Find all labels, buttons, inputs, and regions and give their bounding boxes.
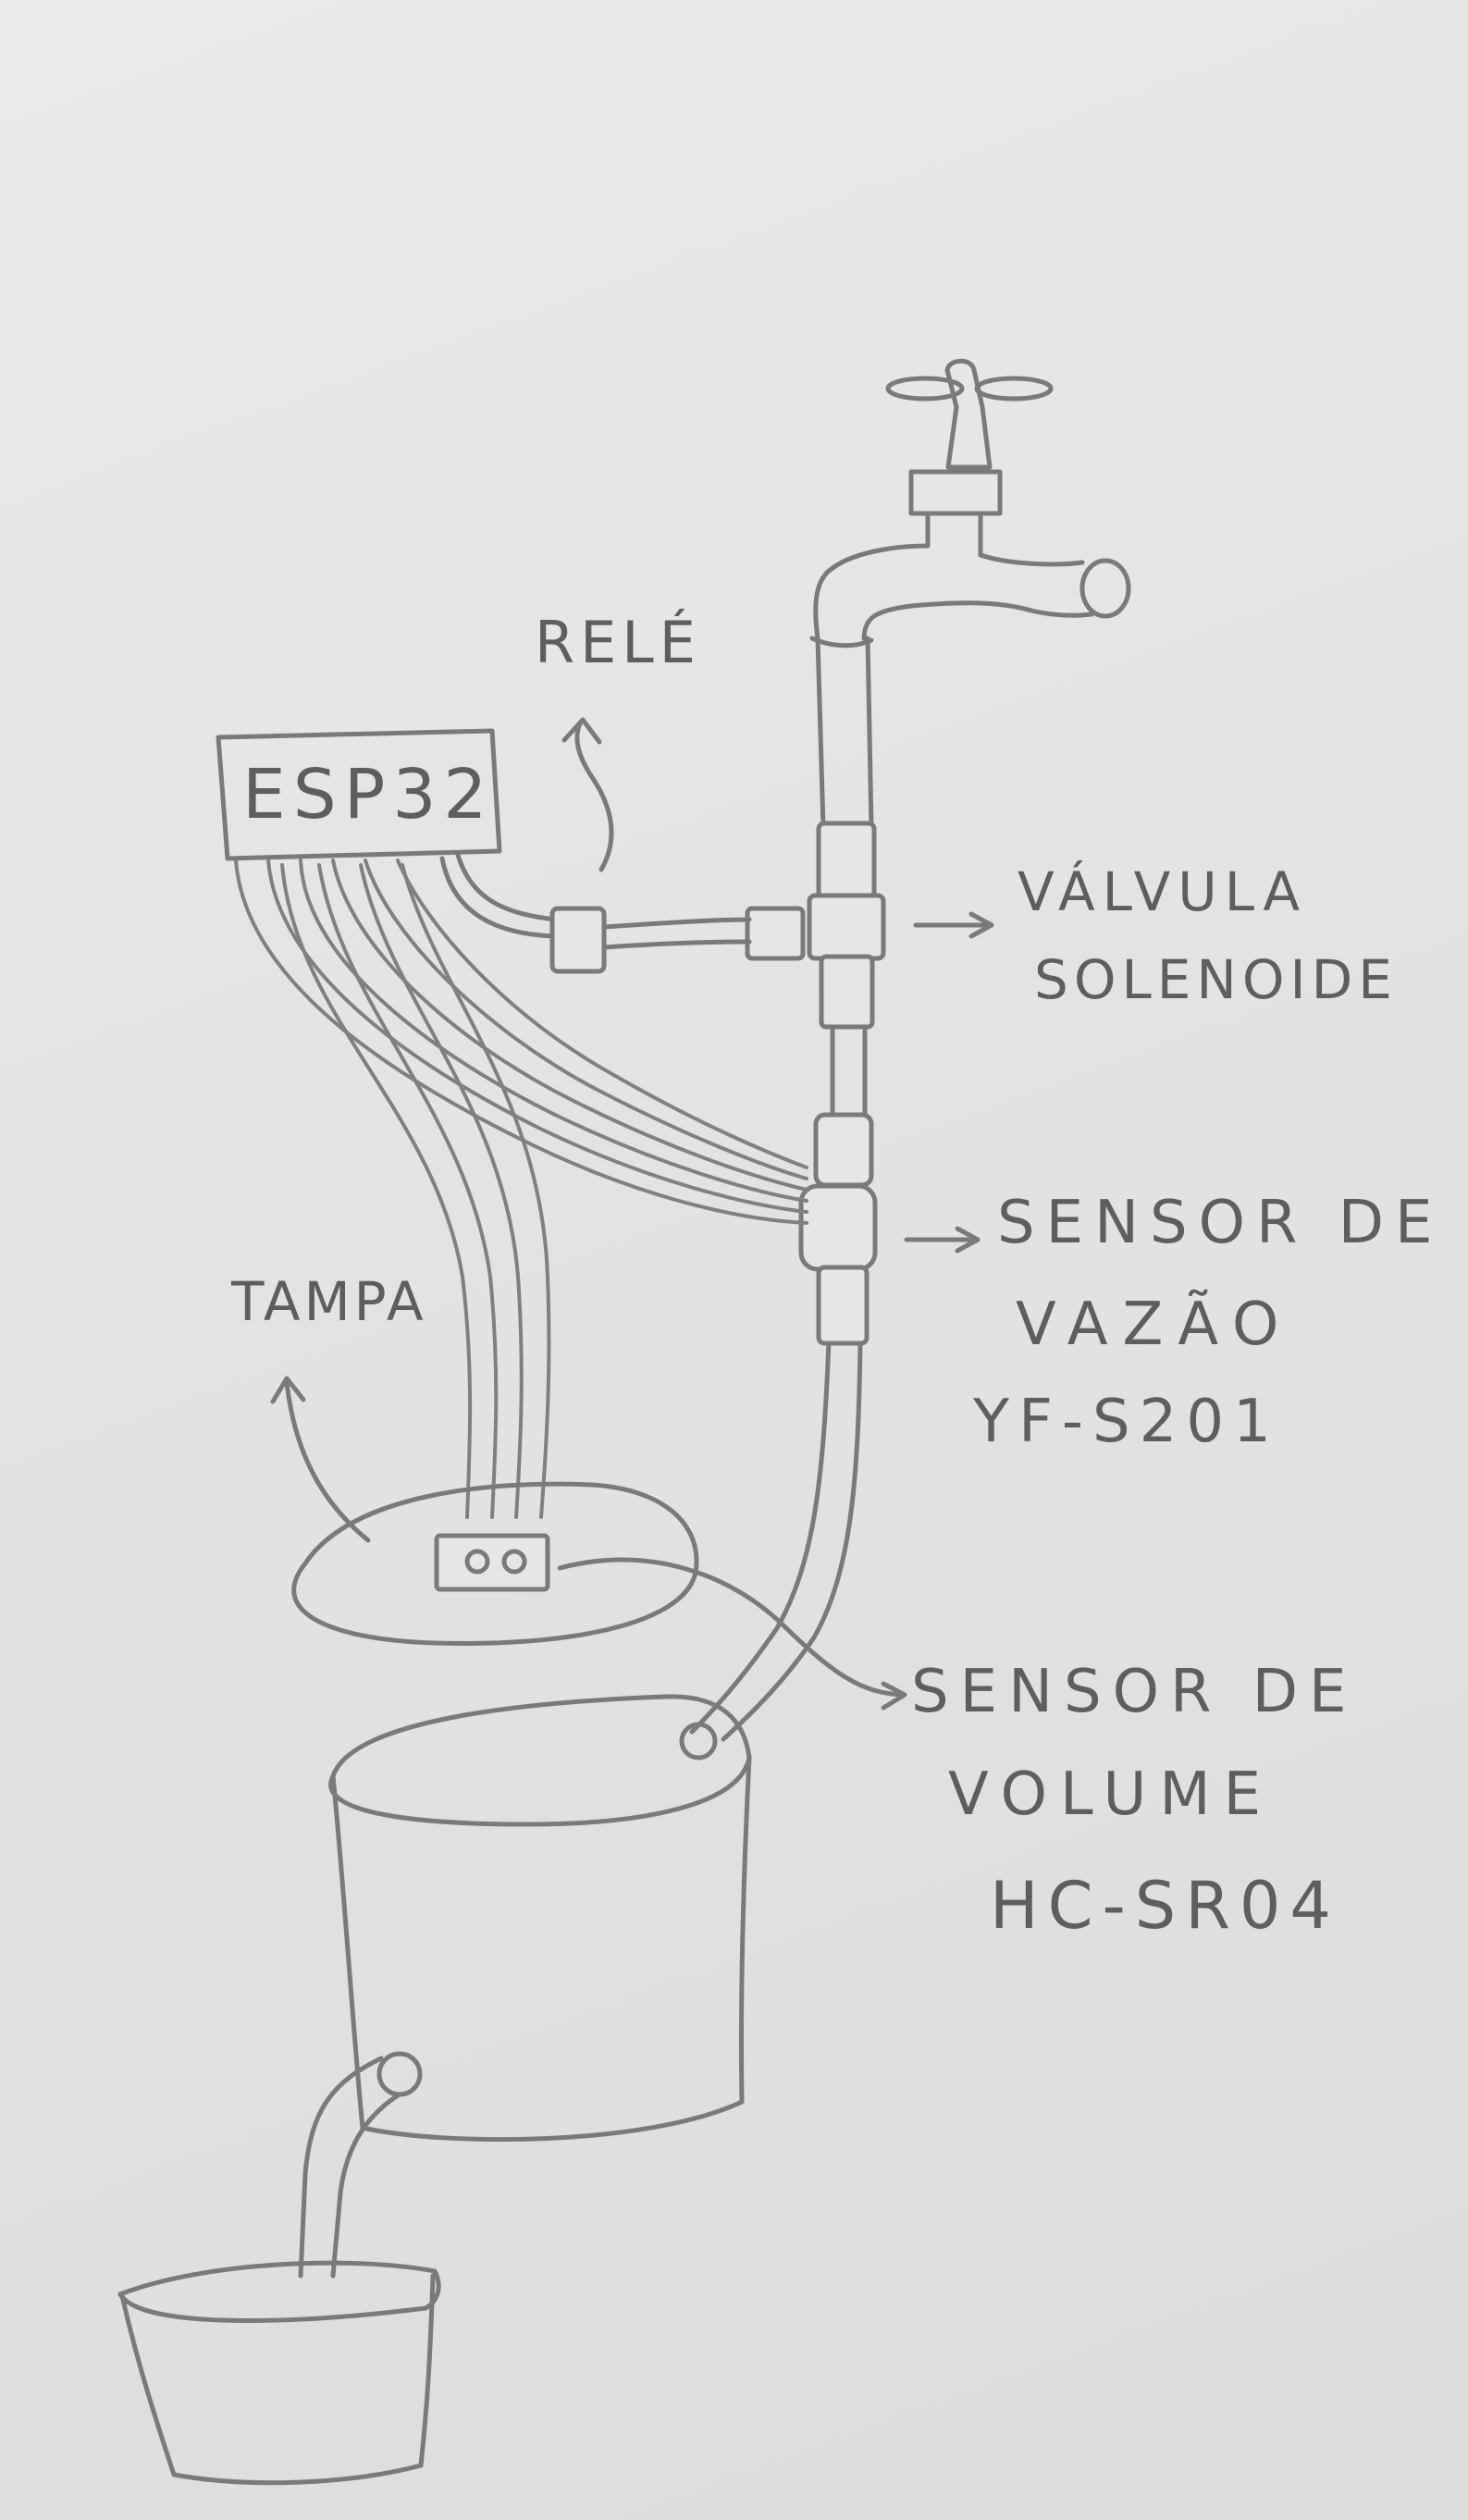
valvula-arrow-icon: [913, 911, 994, 939]
flow-sensor-icon: [798, 1112, 878, 1346]
valvula-label-line1: VÁLVULA: [1018, 860, 1308, 923]
esp32-board: [216, 728, 502, 861]
drain-pipe: [298, 2051, 423, 2279]
tampa-arrow-icon: [270, 1376, 371, 1543]
faucet-icon: [813, 358, 1131, 641]
vazao-label-line3: YF-S201: [973, 1388, 1280, 1456]
esp32-label: ESP32: [242, 755, 495, 834]
vazao-label-line1: SENSOR DE: [997, 1189, 1444, 1257]
valvula-label-line2: SOLENOIDE: [1034, 948, 1398, 1011]
water-pipe: [679, 636, 874, 1760]
volume-label-line3: HC-SR04: [990, 1868, 1340, 1944]
ultrasonic-sensor-icon: [434, 1533, 550, 1592]
bucket-icon: [117, 2260, 441, 2486]
solenoid-valve-icon: [745, 821, 886, 1030]
relay-icon: [439, 852, 752, 974]
wires-to-ultrasonic: [280, 863, 551, 1519]
rele-label: RELÉ: [535, 609, 701, 676]
rele-arrow-icon: [561, 717, 614, 872]
tampa-label: TAMPA: [231, 1270, 427, 1333]
vazao-arrow-icon: [904, 1226, 981, 1254]
vazao-label-line2: VAZÃO: [1016, 1291, 1294, 1359]
volume-label-line2: VOLUME: [948, 1760, 1274, 1829]
volume-label-line1: SENSOR DE: [911, 1658, 1358, 1726]
tank-icon: [328, 1694, 752, 2143]
volume-arrow-icon: [557, 1557, 907, 1711]
